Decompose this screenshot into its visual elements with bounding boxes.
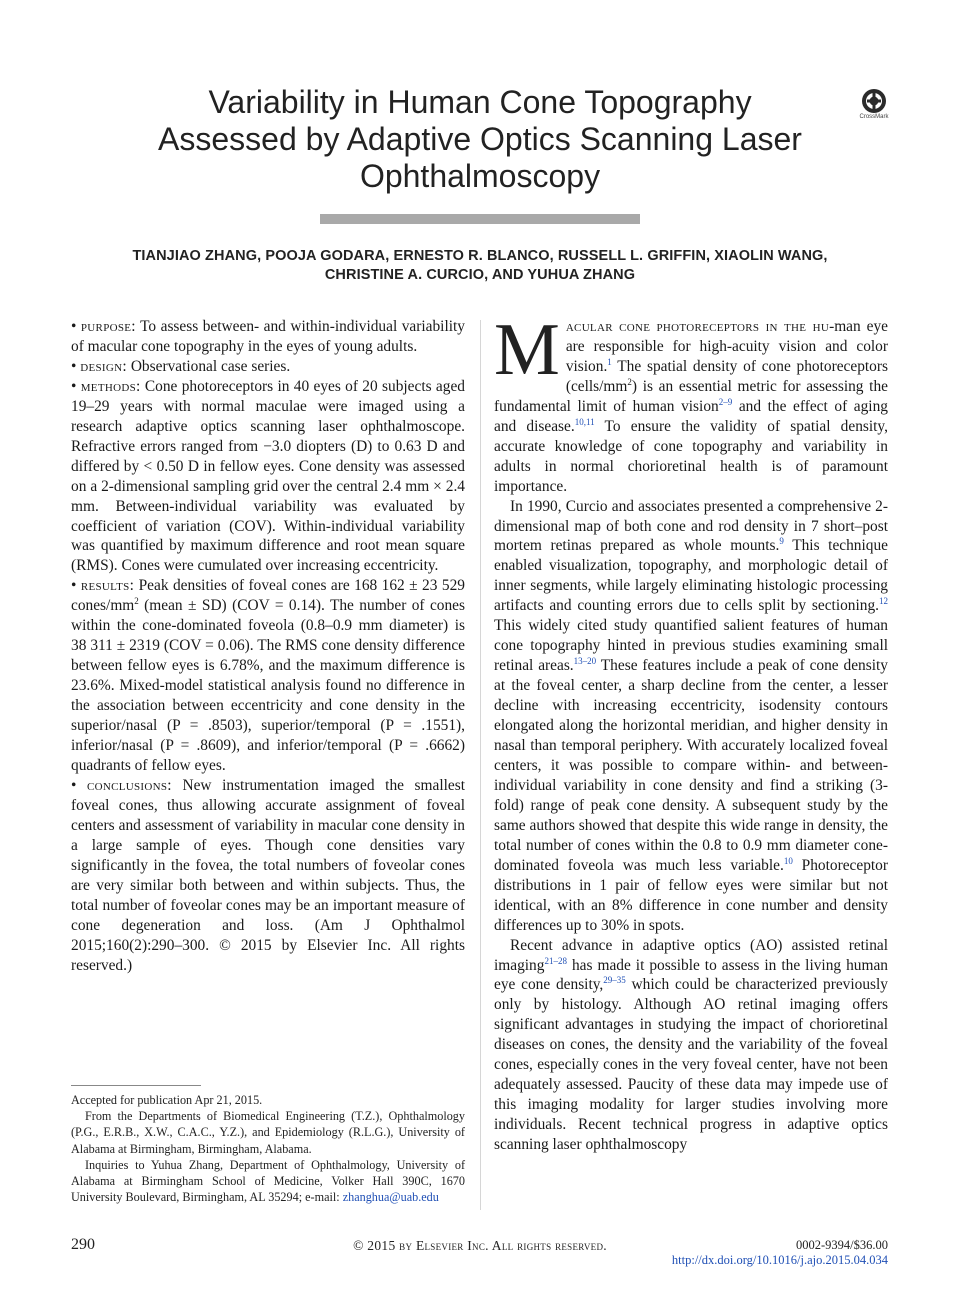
p3-text-a: Recent advance in adaptive optics (AO) a… [494,936,888,974]
citation-link[interactable]: 29–35 [603,975,626,986]
p2-text-c: This widely cited study quantified salie… [494,617,888,675]
footnotes: Accepted for publication Apr 21, 2015. F… [71,1092,465,1205]
abstract-design: • design: Observational case series. [71,357,291,375]
drop-cap: M [494,309,560,391]
results-superscript: 2 [134,596,139,607]
design-text: Observational case series. [126,357,291,375]
p3-text-c: which could be characterized previously … [494,976,888,1154]
title-divider [320,214,640,224]
title-line-3: Ophthalmoscopy [359,158,601,194]
p2-text-e: Photoreceptor distributions in 1 pair of… [494,856,888,934]
citation-link[interactable]: 10,11 [574,416,595,427]
p1-text-c: ) is an essential metric for assessing t… [494,377,888,415]
footnote-divider [71,1085,201,1086]
body-paragraph-2: In 1990, Curcio and associates presented… [494,497,888,936]
authors-line-1: TIANJIAO ZHANG, POOJA GODARA, ERNESTO R.… [132,248,828,264]
p2-text-d: These features include a peak of cone de… [494,657,888,874]
inquiries-text: Inquiries to Yuhua Zhang, Department of … [71,1157,465,1205]
p1-text-a: -man eye are responsible for high-acuity… [565,318,888,375]
abstract-results: • results: Peak densities of foveal cone… [71,577,465,774]
citation-link[interactable]: 1 [607,356,612,367]
author-list: TIANJIAO ZHANG, POOJA GODARA, ERNESTO R.… [60,247,900,285]
article-title: Variability in Human Cone Topography Ass… [100,84,860,195]
p1-text-b: The spatial density of cone photorecepto… [565,357,888,395]
results-text-b: (mean ± SD) (COV = 0.14). The number of … [71,597,465,774]
abstract: • purpose: To assess between- and within… [71,317,465,975]
citation-link[interactable]: 9 [779,536,784,547]
design-heading: design: [80,357,127,375]
p1-text-d: and the effect of aging and disease. [494,397,888,435]
citation-link[interactable]: 13–20 [573,656,597,667]
p1-text-e: To ensure the validity of spatial densit… [494,417,888,495]
footnote-inquiries: Inquiries to Yuhua Zhang, Department of … [71,1157,465,1206]
purpose-heading: purpose: [80,318,136,335]
purpose-text: To assess between- and within-individual… [71,318,465,355]
citation-link[interactable]: 21–28 [544,955,567,966]
abstract-methods: • methods: Cone photoreceptors in 40 eye… [71,377,465,575]
p1-superscript: 2 [627,376,632,387]
conclusions-heading: conclusions: [86,776,172,794]
doi-link[interactable]: http://dx.doi.org/10.1016/j.ajo.2015.04.… [671,1253,888,1267]
p3-text-b: has made it possible to assess in the li… [494,956,888,994]
column-divider [480,320,481,1210]
results-heading: results: [80,577,135,595]
citation-link[interactable]: 12 [879,596,888,607]
abstract-purpose: • purpose: To assess between- and within… [71,318,465,355]
footnote-affiliations: From the Departments of Biomedical Engin… [71,1109,465,1156]
intro-smallcaps: acular cone photoreceptors in the hu [565,318,830,335]
crossmark-label: CrossMark [859,114,889,120]
footer-issn: 0002-9394/$36.00 [795,1238,888,1252]
conclusions-text: New instrumentation imaged the smallest … [71,776,465,974]
citation-link[interactable]: 2–9 [718,396,733,407]
methods-text: Cone photoreceptors in 40 eyes of 20 sub… [71,377,465,575]
p2-text-b: This technique enabled visualization, to… [494,537,888,615]
page-number: 290 [71,1236,95,1253]
email-link[interactable]: zhanghua@uab.edu [342,1190,439,1205]
p2-text-a: In 1990, Curcio and associates presented… [494,497,888,555]
methods-heading: methods: [80,377,141,395]
footnote-accepted: Accepted for publication Apr 21, 2015. [71,1093,263,1107]
footer-copyright: © 2015 by Elsevier Inc. All rights reser… [353,1238,607,1253]
body-paragraph-3: Recent advance in adaptive optics (AO) a… [494,936,888,1155]
abstract-conclusions: • conclusions: New instrumentation image… [71,776,465,974]
title-line-2: Assessed by Adaptive Optics Scanning Las… [158,121,802,157]
title-line-1: Variability in Human Cone Topography [208,84,752,120]
results-text-a: Peak densities of foveal cones are 168 1… [71,577,465,615]
citation-link[interactable]: 10 [783,855,793,866]
crossmark-icon[interactable] [858,88,890,124]
authors-line-2: CHRISTINE A. CURCIO, AND YUHUA ZHANG [324,267,636,283]
